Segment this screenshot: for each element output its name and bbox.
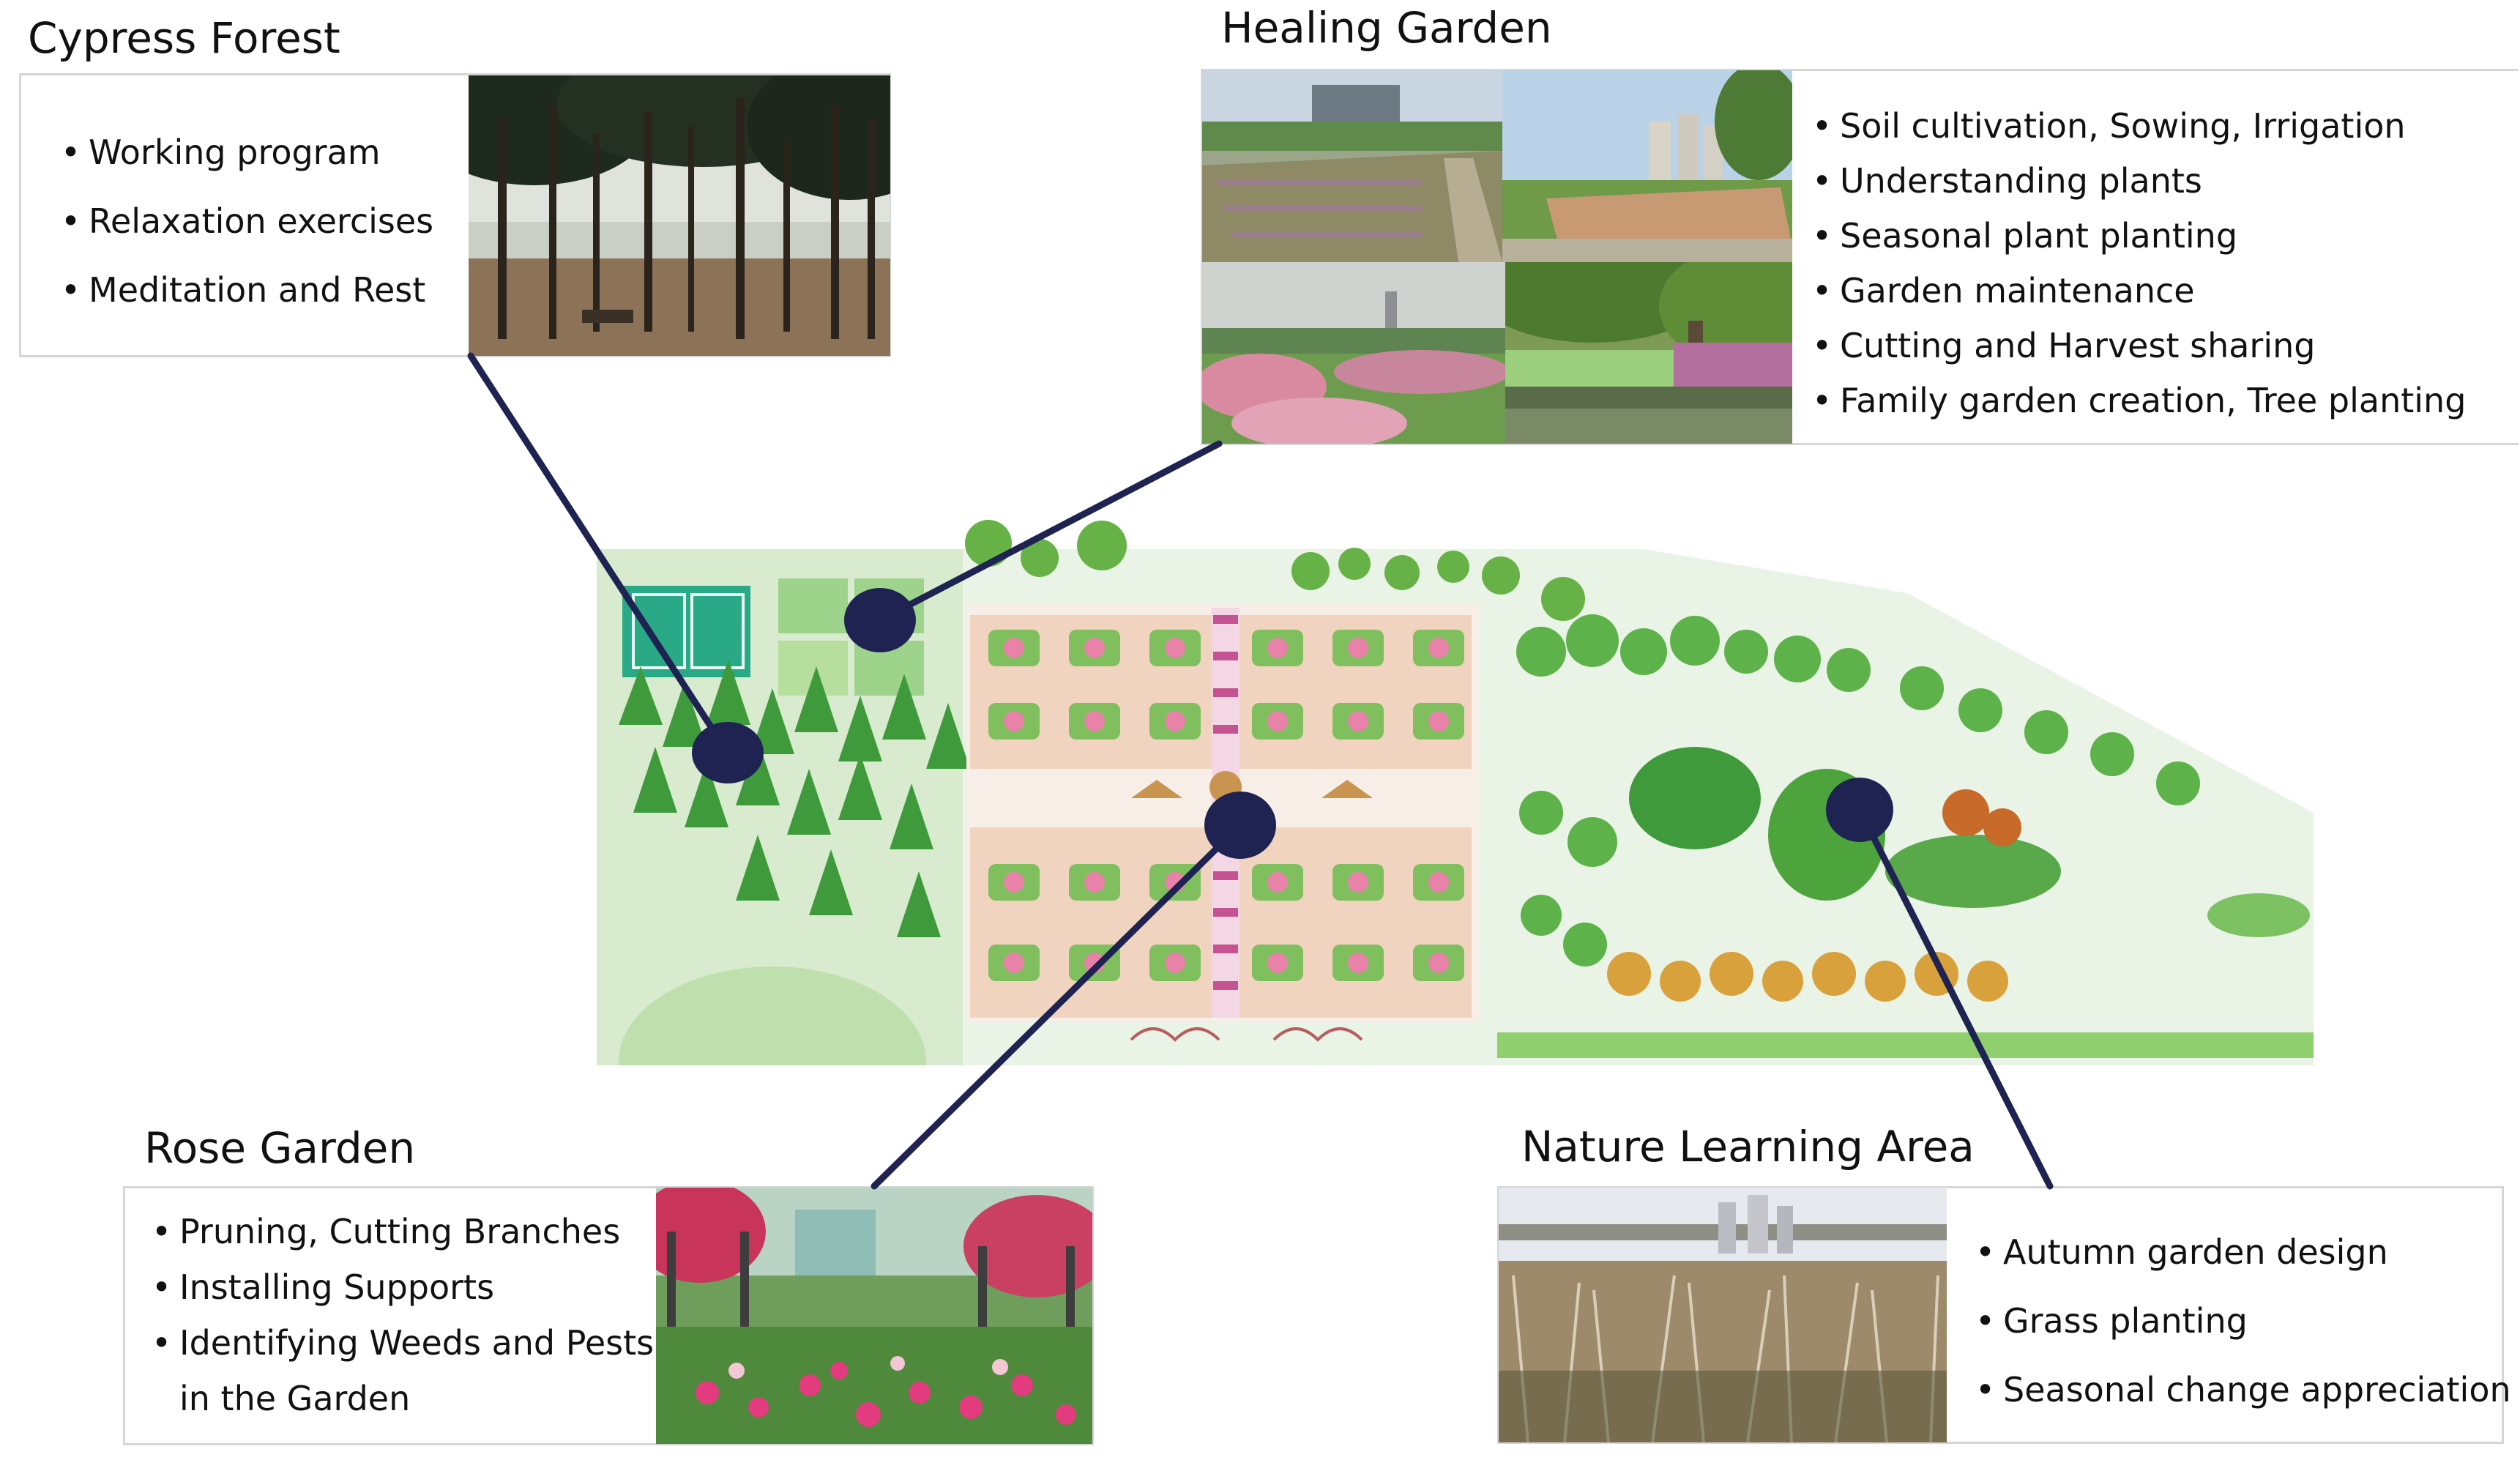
list-item: Identifying Weeds and Pests (141, 1323, 654, 1379)
cypress-forest-title: Cypress Forest (28, 13, 340, 63)
park-map-illustration (589, 505, 2317, 1157)
cypress-connector-line (467, 352, 731, 756)
rose-garden-marker (1204, 792, 1276, 859)
cypress-forest-marker (692, 722, 764, 783)
list-item: Cutting and Harvest sharing (1802, 326, 2466, 381)
list-item: Working program (51, 133, 433, 201)
cypress-forest-list: Working program Relaxation exercises Med… (51, 133, 433, 310)
list-item: Pruning, Cutting Branches (141, 1212, 654, 1267)
list-item: Autumn garden design (1965, 1232, 2511, 1301)
healing-garden-photo-beds (1502, 70, 1792, 262)
list-item: Seasonal plant planting (1802, 216, 2466, 271)
list-item: Soil cultivation, Sowing, Irrigation (1802, 106, 2466, 161)
nature-learning-area-photo (1499, 1188, 1947, 1442)
healing-garden-photo-flowers (1202, 262, 1505, 444)
list-item: Installing Supports (141, 1267, 654, 1323)
nature-connector-line (1856, 806, 2054, 1190)
list-item: Grass planting (1965, 1301, 2511, 1370)
nature-learning-area-title: Nature Learning Area (1521, 1122, 1975, 1172)
healing-garden-list: Soil cultivation, Sowing, Irrigation Und… (1802, 106, 2466, 420)
list-item: Family garden creation, Tree planting (1802, 381, 2466, 420)
rose-garden-title: Rose Garden (144, 1123, 416, 1173)
healing-connector-line (876, 440, 1223, 624)
list-item: Garden maintenance (1802, 271, 2466, 326)
nature-learning-area-list: Autumn garden design Grass planting Seas… (1965, 1232, 2511, 1409)
list-item: Understanding plants (1802, 161, 2466, 216)
healing-garden-photo-field (1202, 70, 1502, 262)
list-item: Relaxation exercises (51, 201, 433, 270)
rose-connector-line (871, 822, 1244, 1190)
nature-learning-area-marker (1826, 778, 1893, 842)
list-item: Seasonal change appreciation (1965, 1370, 2511, 1409)
list-item-continued: in the Garden (179, 1379, 411, 1418)
cypress-forest-photo (469, 75, 890, 356)
healing-garden-marker (844, 588, 916, 652)
healing-garden-title: Healing Garden (1221, 3, 1552, 53)
rose-garden-list: Pruning, Cutting Branches Installing Sup… (141, 1212, 654, 1418)
rose-garden-photo (656, 1188, 1092, 1444)
healing-garden-photo-pond (1505, 262, 1792, 444)
list-item: Meditation and Rest (51, 270, 433, 310)
